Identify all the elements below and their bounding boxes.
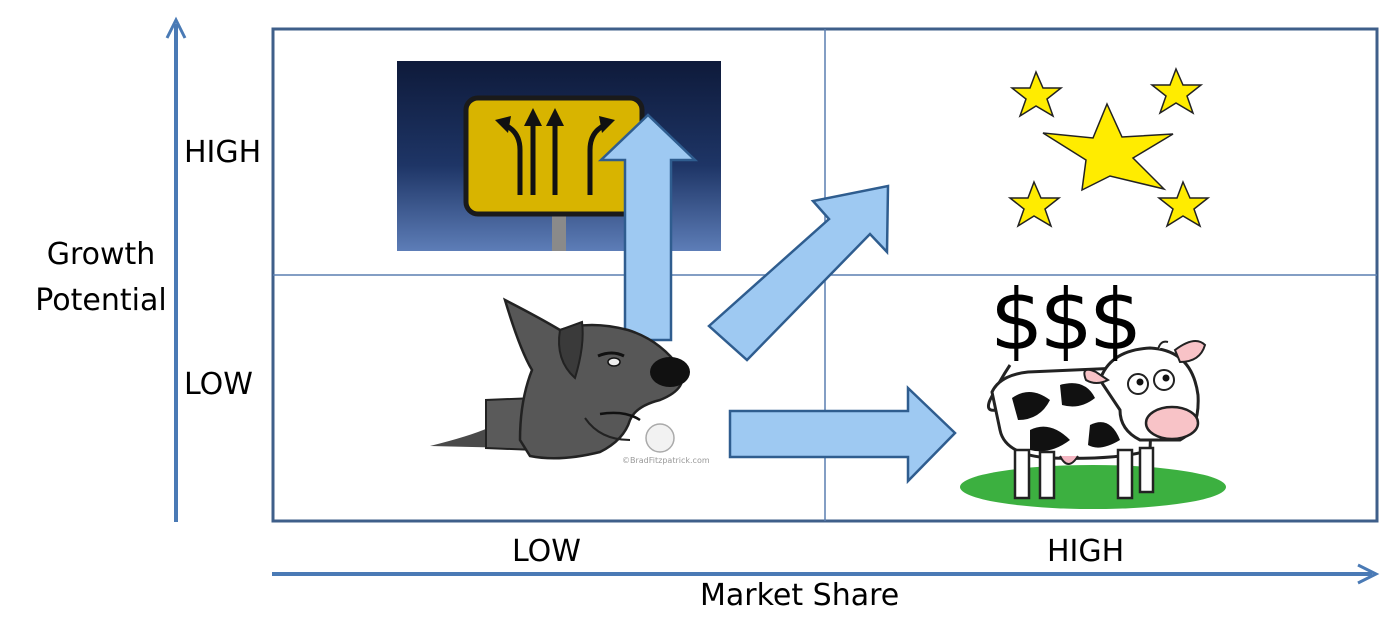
y-axis-low-label: LOW (184, 367, 253, 402)
star-icon (1042, 102, 1174, 192)
image-watermark: ©BradFitzpatrick.com (622, 456, 710, 465)
star-icon (1009, 70, 1064, 118)
x-axis-high-label: HIGH (1047, 534, 1125, 569)
cow-image (960, 340, 1226, 509)
stars-image (1007, 67, 1211, 228)
y-axis-title: Growth Potential (30, 232, 172, 324)
watermark-logo-icon (645, 423, 675, 453)
star-icon (1007, 180, 1062, 228)
star-icon (1156, 180, 1211, 228)
flow-arrow-up-right (707, 184, 890, 362)
flow-arrow-up (597, 113, 699, 342)
grass-patch (960, 465, 1226, 509)
y-axis-title-line1: Growth (46, 237, 156, 272)
y-axis-arrowhead (165, 16, 187, 39)
star-icon (1149, 67, 1204, 115)
x-axis-arrowhead (1357, 563, 1380, 585)
x-axis-title: Market Share (700, 578, 900, 613)
y-axis-high-label: HIGH (184, 135, 262, 170)
flow-arrow-right (728, 385, 957, 485)
cash-cow-dollar-caption: $$$ (990, 271, 1142, 369)
y-axis-title-line2: Potential (35, 283, 167, 318)
dog-image (430, 297, 690, 460)
x-axis-low-label: LOW (512, 534, 581, 569)
